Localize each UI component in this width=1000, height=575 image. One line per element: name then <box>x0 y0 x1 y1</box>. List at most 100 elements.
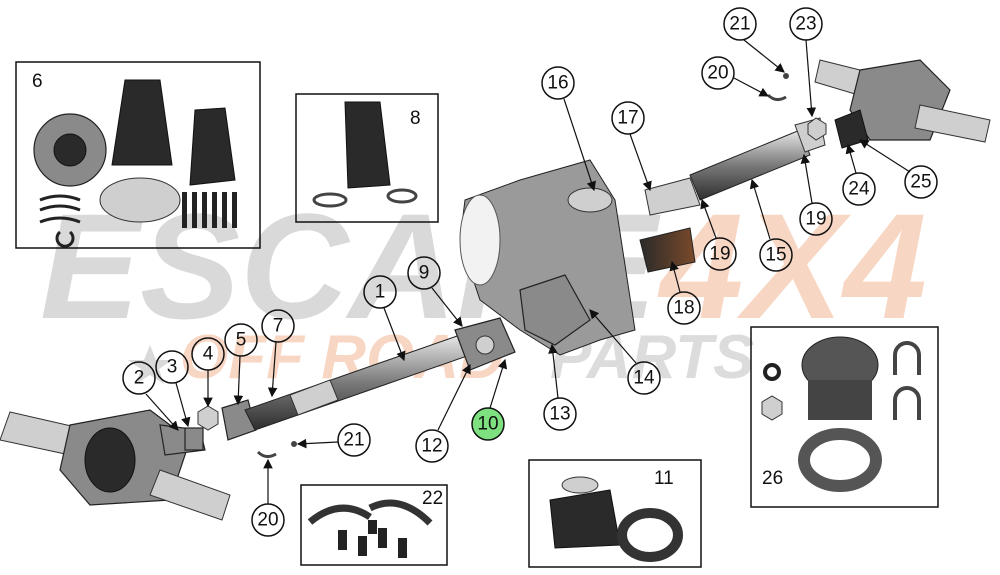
callout-5[interactable]: 5 <box>224 323 258 357</box>
callout-circle <box>703 237 737 271</box>
callout-number: 25 <box>910 172 931 193</box>
callout-circle <box>122 361 156 395</box>
box-label: 8 <box>410 108 421 129</box>
callout-19[interactable]: 19 <box>799 202 833 236</box>
callout-circle <box>415 429 449 463</box>
callout-number: 1 <box>375 282 386 303</box>
clips-icon <box>39 194 81 248</box>
box-boot-kit[interactable]: 8 <box>295 93 439 223</box>
callout-number: 17 <box>617 108 638 129</box>
callout-21[interactable]: 21 <box>723 7 757 41</box>
callout-circle <box>611 101 645 135</box>
clamp-icon <box>386 188 418 204</box>
callout-circle <box>543 397 577 431</box>
leader-lines <box>145 39 911 504</box>
callout-25[interactable]: 25 <box>904 165 938 199</box>
callout-number: 14 <box>633 368 655 389</box>
callout-number: 13 <box>549 404 570 425</box>
callout-circle <box>407 256 441 290</box>
box-label: 11 <box>654 468 674 489</box>
callout-number: 20 <box>707 63 728 84</box>
transfer-case <box>459 159 636 356</box>
callout-circle <box>842 172 876 206</box>
watermark-star-icon <box>128 345 172 384</box>
u-bolt-icon <box>893 386 921 420</box>
callout-circle <box>251 503 285 537</box>
callout-1[interactable]: 1 <box>363 275 397 309</box>
callout-circle <box>799 202 833 236</box>
callout-number: 21 <box>343 430 364 451</box>
strap-icon <box>368 499 433 526</box>
callout-16[interactable]: 16 <box>541 66 575 100</box>
callout-15[interactable]: 15 <box>759 238 793 272</box>
callout-number: 2 <box>134 368 145 389</box>
pinion-seal-icon <box>798 428 882 492</box>
nut-icon <box>761 395 783 421</box>
box-label: 22 <box>422 488 443 509</box>
strap-icon <box>307 504 372 525</box>
box-pinion-yoke-kit[interactable]: 26 <box>750 326 939 508</box>
callout-4[interactable]: 4 <box>191 337 225 371</box>
callout-18[interactable]: 18 <box>667 291 701 325</box>
rear-axle <box>807 59 991 149</box>
callout-17[interactable]: 17 <box>611 101 645 135</box>
cv-flange-icon <box>99 177 181 223</box>
rear-boot <box>639 227 696 273</box>
callout-number: 15 <box>765 245 786 266</box>
callout-circle <box>155 350 189 384</box>
callout-number: 18 <box>673 298 694 319</box>
callout-circle <box>337 423 371 457</box>
callout-21[interactable]: 21 <box>337 423 371 457</box>
callout-3[interactable]: 3 <box>155 350 189 384</box>
callout-number: 5 <box>236 330 247 351</box>
callout-19[interactable]: 19 <box>703 237 737 271</box>
callout-20[interactable]: 20 <box>251 503 285 537</box>
callout-number: 16 <box>547 73 568 94</box>
box-cv-joint-kit[interactable]: 6 <box>15 61 261 249</box>
callouts: 21 23 20 16 17 24 25 19 19 15 18 1 9 7 5… <box>122 7 938 537</box>
callout-number: 24 <box>848 179 870 200</box>
callout-circle <box>191 337 225 371</box>
yoke-icon <box>549 489 621 549</box>
callout-20[interactable]: 20 <box>701 56 735 90</box>
callout-number: 9 <box>419 263 430 284</box>
front-axle <box>0 409 231 521</box>
callout-number: 23 <box>795 14 816 35</box>
callout-number: 4 <box>203 344 214 365</box>
callout-number: 20 <box>257 510 278 531</box>
callout-2[interactable]: 2 <box>122 361 156 395</box>
callout-number: 10 <box>477 414 498 435</box>
box-yoke-kit[interactable]: 11 <box>528 459 702 568</box>
callout-number: 3 <box>167 357 178 378</box>
callout-9[interactable]: 9 <box>407 256 441 290</box>
bolts-icon <box>338 520 407 558</box>
callout-circle <box>789 7 823 41</box>
watermark-4x4: 4X4 <box>657 182 927 350</box>
callout-circle <box>627 361 661 395</box>
callout-circle <box>224 323 258 357</box>
callout-circle <box>723 7 757 41</box>
callout-circle <box>363 275 397 309</box>
callout-number: 21 <box>729 14 750 35</box>
callout-12[interactable]: 12 <box>415 429 449 463</box>
clamp-icon <box>312 192 348 208</box>
callout-circle <box>541 66 575 100</box>
washer-icon <box>763 363 781 381</box>
cv-boot-icon-2 <box>189 107 236 186</box>
cv-boot-icon <box>111 79 173 166</box>
callout-circle <box>701 56 735 90</box>
box-label: 26 <box>762 468 783 489</box>
front-driveshaft <box>244 317 516 431</box>
callout-circle <box>471 407 505 441</box>
callout-circle <box>759 238 793 272</box>
callout-23[interactable]: 23 <box>789 7 823 41</box>
callout-14[interactable]: 14 <box>627 361 661 395</box>
callout-10-highlighted[interactable]: 10 <box>471 407 505 441</box>
callout-number: 19 <box>805 209 826 230</box>
box-label: 6 <box>32 71 43 92</box>
box-strap-kit[interactable]: 22 <box>300 484 448 566</box>
callout-7[interactable]: 7 <box>261 309 295 343</box>
callout-13[interactable]: 13 <box>543 397 577 431</box>
callout-24[interactable]: 24 <box>842 172 876 206</box>
